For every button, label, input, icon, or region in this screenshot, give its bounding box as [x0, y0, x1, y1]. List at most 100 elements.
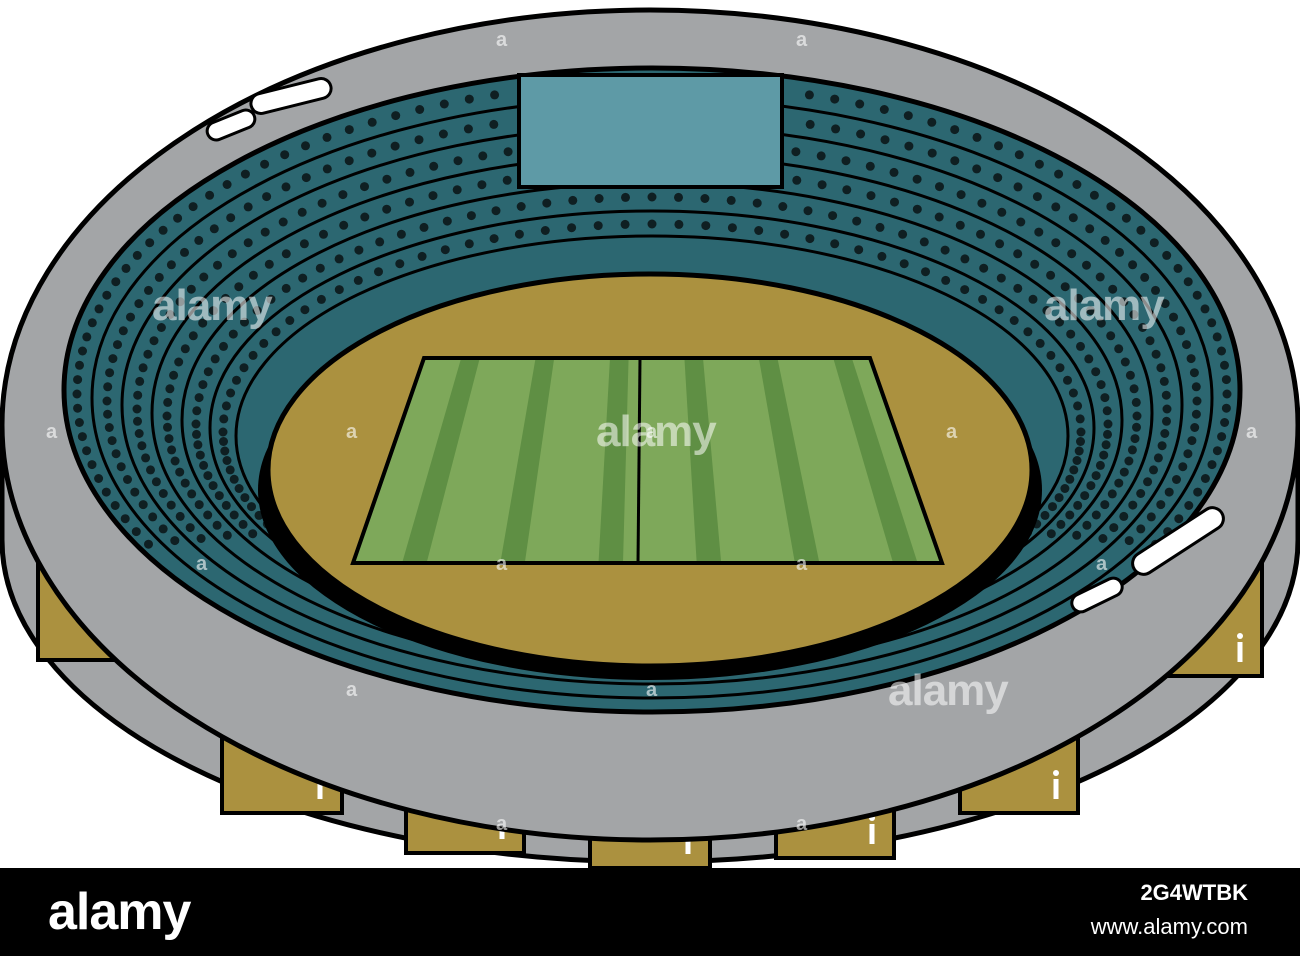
seat-dot — [912, 204, 922, 214]
seat-dot — [831, 124, 841, 134]
seat-dot — [1136, 225, 1146, 235]
seat-dot — [1095, 460, 1105, 470]
seat-dot — [1212, 332, 1222, 342]
image-id: 2G4WTBK — [1140, 880, 1248, 905]
seat-dot — [453, 156, 463, 166]
seat-dot — [222, 456, 232, 465]
seat-dot — [647, 192, 657, 202]
seat-dot — [1149, 465, 1158, 475]
seat-dot — [1103, 429, 1112, 439]
seat-dot — [477, 180, 487, 190]
seat-dot — [1173, 263, 1183, 273]
seat-dot — [299, 239, 309, 249]
seat-dot — [191, 419, 201, 429]
seat-dot — [405, 197, 414, 207]
seat-dot — [143, 349, 153, 359]
pitch-stripe — [684, 358, 722, 563]
seat-dot — [1014, 150, 1024, 160]
halfway-line — [636, 357, 642, 564]
seat-dot — [1100, 393, 1110, 403]
seat-dot — [105, 368, 115, 378]
seat-dot — [243, 238, 253, 248]
seat-dot — [1080, 491, 1090, 501]
seat-dot — [995, 239, 1005, 249]
seat-dot — [491, 206, 501, 216]
seat-dot — [903, 111, 913, 121]
seat-dot — [1207, 318, 1217, 328]
seat-dot — [1114, 344, 1124, 354]
seat-dot — [1114, 478, 1124, 488]
seat-dot — [1174, 514, 1184, 524]
seat-dot — [1124, 456, 1134, 466]
seat-dot — [1136, 524, 1146, 534]
seat-dot — [879, 105, 889, 114]
seat-dot — [300, 305, 310, 315]
seat-dot — [1009, 316, 1019, 325]
seat-dot — [994, 141, 1003, 151]
seat-dot — [317, 198, 327, 208]
seat-dot — [1138, 323, 1148, 332]
seat-dot — [1096, 318, 1106, 328]
seat-dot — [1076, 341, 1085, 351]
seat-dot — [188, 331, 198, 341]
seat-dot — [1076, 437, 1085, 446]
seat-dot — [419, 222, 429, 232]
seat-dot — [727, 223, 737, 233]
seat-dot — [1149, 238, 1159, 248]
seat-dot — [1072, 530, 1082, 540]
seat-dot — [1132, 422, 1141, 432]
seat-dot — [1102, 406, 1112, 416]
seat-dot — [107, 436, 117, 446]
seat-dot — [464, 94, 474, 104]
watermark-mark: a — [796, 29, 808, 51]
seat-dot — [156, 323, 166, 332]
seat-dot — [877, 251, 887, 261]
seat-dot — [1065, 510, 1075, 520]
seat-dot — [1187, 436, 1197, 446]
seat-dot — [1095, 272, 1105, 282]
seat-dot — [1106, 202, 1116, 212]
seat-dot — [319, 229, 328, 239]
seat-dot — [791, 147, 801, 157]
seat-dot — [213, 260, 222, 270]
seat-dot — [828, 211, 838, 221]
seat-dot — [87, 318, 97, 328]
seat-dot — [131, 527, 141, 537]
seat-dot — [180, 478, 190, 488]
seat-dot — [226, 213, 236, 223]
seat-dot — [1040, 510, 1050, 520]
watermark-mark: a — [946, 421, 958, 443]
seat-dot — [417, 251, 427, 261]
seat-dot — [334, 285, 344, 295]
seat-dot — [103, 409, 113, 419]
seat-dot — [941, 275, 951, 285]
seat-dot — [1054, 169, 1064, 179]
pitch-stripe — [833, 358, 918, 563]
seat-dot — [1193, 487, 1203, 497]
seat-dot — [1100, 500, 1110, 510]
watermark-mark: a — [646, 421, 658, 443]
seat-dot — [102, 396, 112, 406]
seat-dot — [1162, 250, 1172, 260]
seat-dot — [1119, 511, 1129, 521]
seat-dot — [489, 119, 499, 129]
seat-dot — [1075, 414, 1085, 424]
seat-dot — [1032, 192, 1042, 202]
seat-dot — [1048, 502, 1057, 512]
seat-dot — [1060, 484, 1070, 493]
pitch-stripes — [402, 358, 918, 563]
seat-dot — [960, 254, 970, 264]
seat-dot — [1109, 523, 1119, 533]
seat-dot — [804, 90, 814, 100]
seat-dot — [198, 380, 208, 390]
seat-dot — [1103, 419, 1113, 429]
seat-dot — [132, 404, 142, 414]
watermark-mark: a — [196, 553, 208, 575]
seat-dot — [173, 213, 183, 223]
seat-dot — [1162, 416, 1171, 426]
seat-dot — [1028, 294, 1038, 304]
seat-dot — [405, 167, 415, 177]
seat-dot — [1189, 368, 1199, 378]
seat-dot — [1073, 401, 1083, 411]
seat-dot — [921, 267, 930, 277]
